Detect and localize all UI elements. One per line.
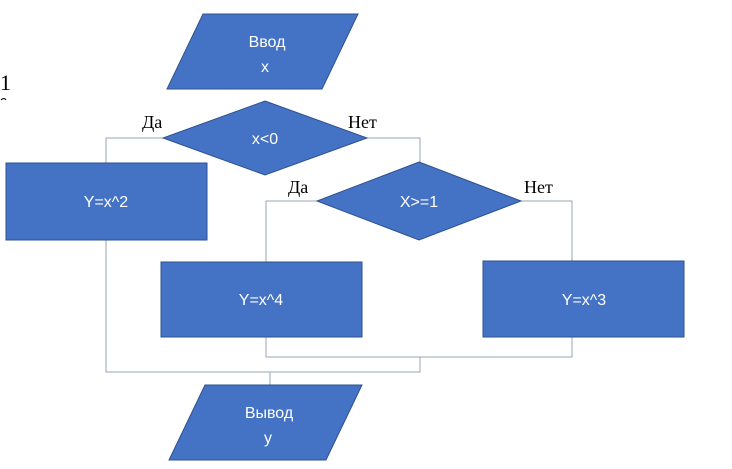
process-x2-label: Y=x^2 (84, 194, 129, 211)
connectors (105, 137, 573, 385)
decision2-label: X>=1 (400, 194, 438, 211)
connector-x4-x3-merge (265, 337, 573, 358)
output-block: Вывод y (168, 384, 363, 461)
decision2-diamond (315, 161, 523, 241)
input-label-line2: x (261, 59, 269, 76)
input-block: Ввод x (166, 13, 359, 90)
process-x2-rect (5, 162, 208, 241)
process-x4-label: Y=x^4 (239, 292, 284, 309)
decision2-yes-label: Да (288, 177, 308, 197)
decision2-block: X>=1 Да Нет (288, 161, 553, 241)
margin-mark-group: 1 (0, 70, 11, 101)
input-parallelogram (166, 13, 359, 90)
output-label-line2: y (264, 430, 272, 447)
decision1-block: x<0 Да Нет (142, 100, 377, 176)
connector-decision2-yes (265, 200, 317, 262)
input-label-line1: Ввод (249, 34, 287, 51)
connector-decision1-yes (105, 137, 163, 163)
decision1-diamond (161, 100, 369, 176)
margin-mark-squiggle (0, 98, 7, 101)
process-x2-block: Y=x^2 (5, 162, 208, 241)
decision2-no-label: Нет (524, 177, 553, 197)
output-parallelogram (168, 384, 363, 461)
decision1-yes-label: Да (142, 112, 162, 132)
process-x3-block: Y=x^3 (482, 260, 685, 338)
decision1-no-label: Нет (348, 112, 377, 132)
margin-mark: 1 (0, 70, 11, 95)
connector-x2-merge (105, 240, 421, 373)
output-label-line1: Вывод (245, 405, 294, 422)
connector-decision2-no (521, 200, 573, 261)
process-x4-rect (160, 261, 363, 338)
decision1-label: x<0 (252, 131, 278, 148)
process-x4-block: Y=x^4 (160, 261, 363, 338)
process-x3-rect (482, 260, 685, 338)
process-x3-label: Y=x^3 (562, 292, 607, 309)
connector-decision1-no (367, 137, 421, 162)
